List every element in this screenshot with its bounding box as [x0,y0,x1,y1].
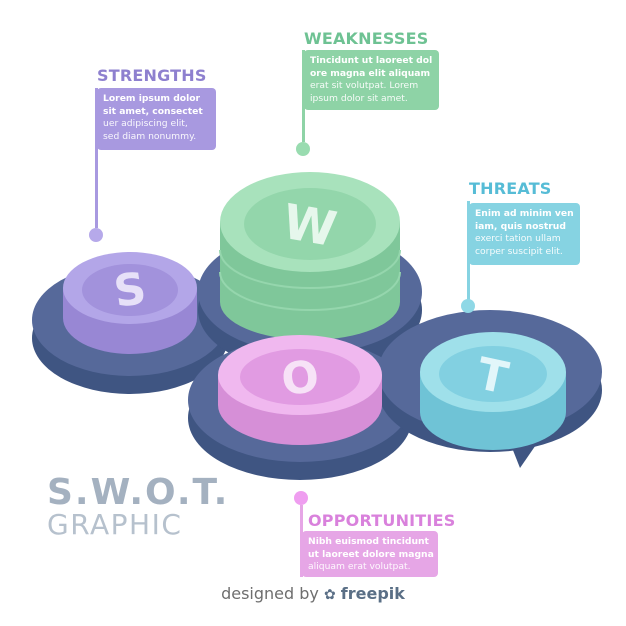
opportunities-letter: O [279,351,322,406]
strengths-letter: S [111,263,149,318]
threats-text-2: iam, quis nostrud [475,220,566,232]
threats-text-4: corper suscipit elit. [475,245,563,257]
opportunities-text-2: ut laoreet dolore magna [308,548,434,560]
strengths-pole [95,88,98,228]
opportunities-pole [300,505,303,577]
weaknesses-text-4: ipsum dolor sit amet. [310,92,408,104]
strengths-text-2: sit amet, consectet [103,105,203,117]
threats-text-3: exerci tation ullam [475,233,561,244]
weaknesses-heading: WEAKNESSES [304,29,429,48]
opportunities-knob [294,491,308,505]
footer-brand[interactable]: freepik [340,584,405,603]
strengths-text-3: uer adipiscing elit, [103,118,188,129]
strengths-text-4: sed diam nonummy. [103,130,197,142]
threats-knob [461,299,475,313]
weaknesses-knob [296,142,310,156]
opportunities-heading: OPPORTUNITIES [308,511,456,530]
opportunities-text-1: Nibh euismod tincidunt [308,536,429,547]
strengths-heading: STRENGTHS [97,66,207,85]
threats-heading: THREATS [469,179,552,198]
weaknesses-textbox: Tincidunt ut laoreet dol ore magna elit … [304,50,439,110]
footer-credit: designed by ✿ freepik [0,584,626,603]
title-sub: GRAPHIC [47,508,183,541]
strengths-cylinder: S [63,252,197,354]
threats-cylinder: T [420,332,566,450]
weaknesses-pole [302,50,305,142]
strengths-text-1: Lorem ipsum dolor [103,93,201,104]
weaknesses-text-2: ore magna elit aliquam [310,67,431,79]
footer-prefix: designed by [221,584,319,603]
title-main: S.W.O.T. [47,472,230,513]
threats-textbox: Enim ad minim ven iam, quis nostrud exer… [469,203,580,265]
strengths-knob [89,228,103,242]
opportunities-text-3: aliquam erat volutpat. [308,561,411,572]
strengths-textbox: Lorem ipsum dolor sit amet, consectet ue… [97,88,216,150]
weaknesses-cylinder: W [219,172,401,340]
threats-pole [467,201,470,301]
opportunities-textbox: Nibh euismod tincidunt ut laoreet dolore… [302,531,438,577]
weaknesses-text-1: Tincidunt ut laoreet dol [310,55,433,66]
weaknesses-letter: W [279,194,341,258]
opportunities-cylinder: O [218,335,382,445]
threats-text-1: Enim ad minim ven [475,208,574,219]
weaknesses-text-3: erat sit volutpat. Lorem [310,80,419,91]
freepik-logo-icon: ✿ [323,587,336,603]
